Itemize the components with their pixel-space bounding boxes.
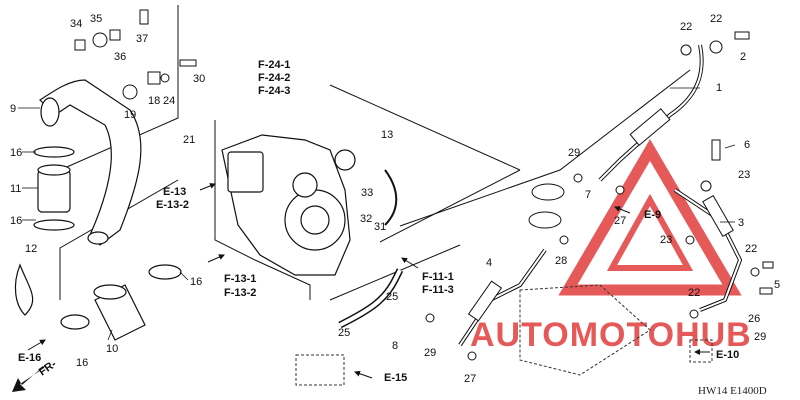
ref-e-16: E-16 [18, 352, 41, 364]
part-label-3: 3 [738, 217, 744, 229]
part-label-22-c: 22 [745, 243, 757, 255]
part-label-16-a: 16 [10, 147, 22, 159]
part-label-16-c: 16 [190, 276, 202, 288]
part-label-16-b: 16 [10, 215, 22, 227]
section-references: F-24-1 F-24-2 F-24-3 E-13 E-13-2 F-13-1 … [18, 59, 739, 384]
part-label-29-c: 29 [754, 331, 766, 343]
part-label-35: 35 [90, 13, 102, 25]
part-label-32: 32 [360, 213, 372, 225]
part-label-12: 12 [25, 243, 37, 255]
part-label-21: 21 [183, 134, 195, 146]
part-label-7: 7 [585, 189, 591, 201]
hose-11 [33, 146, 75, 231]
part-label-37: 37 [136, 33, 148, 45]
hose-10 [60, 264, 182, 341]
ref-f-13-2: F-13-2 [224, 287, 256, 299]
watermark-logo: AUTOMOTOHUB [470, 139, 752, 354]
ref-f-11-1: F-11-1 [422, 271, 454, 283]
hose-sleeve-1 [629, 108, 671, 146]
part-label-4: 4 [486, 257, 492, 269]
part-label-24: 24 [163, 95, 175, 107]
part-label-16-d: 16 [76, 357, 88, 369]
part-label-27-b: 27 [614, 215, 626, 227]
part-label-10: 10 [106, 343, 118, 355]
ref-e-9: E-9 [644, 209, 661, 221]
part-label-36: 36 [114, 51, 126, 63]
leader-lines [18, 87, 736, 341]
part-label-25-b: 25 [338, 327, 350, 339]
part-label-27-a: 27 [464, 373, 476, 385]
turbocharger [221, 134, 356, 276]
ref-e-13: E-13 [163, 186, 186, 198]
part-label-31: 31 [374, 221, 386, 233]
fittings-top-left [74, 9, 197, 100]
part-label-23-a: 23 [738, 169, 750, 181]
part-label-8: 8 [392, 340, 398, 352]
part-label-11: 11 [10, 183, 21, 195]
gasket-upper [531, 183, 565, 201]
part-label-22-b: 22 [710, 13, 722, 25]
part-label-23-b: 23 [660, 234, 672, 246]
part-label-29-b: 29 [568, 147, 580, 159]
part-label-25-a: 25 [386, 291, 398, 303]
part-label-28: 28 [555, 255, 567, 267]
ref-f-13-1: F-13-1 [224, 273, 256, 285]
part-label-2: 2 [740, 51, 746, 63]
part-label-33: 33 [361, 187, 373, 199]
intake-pipe [39, 79, 142, 246]
ref-e-13-2: E-13-2 [156, 199, 189, 211]
part-label-1: 1 [716, 82, 722, 94]
part-label-22-a: 22 [680, 21, 692, 33]
part-label-26: 26 [748, 313, 760, 325]
part-label-19: 19 [124, 109, 136, 121]
diagram-code: HW14 E1400D [698, 385, 767, 397]
part-label-18: 18 [148, 95, 160, 107]
watermark-text: AUTOMOTOHUB [470, 316, 752, 354]
part-label-9: 9 [10, 103, 16, 115]
part-label-6: 6 [744, 139, 750, 151]
part-number-labels: 34 35 36 37 9 18 19 24 30 16 11 16 12 21… [10, 13, 780, 385]
part-label-5: 5 [774, 279, 780, 291]
part-label-13: 13 [381, 129, 393, 141]
ref-f-24-3: F-24-3 [258, 85, 290, 97]
pipe-13 [384, 169, 398, 226]
fasteners-right [425, 31, 774, 361]
part-label-30: 30 [193, 73, 205, 85]
ref-f-24-2: F-24-2 [258, 72, 290, 84]
part-label-34: 34 [70, 18, 82, 30]
ref-e-10: E-10 [716, 349, 739, 361]
assembly-outlines [59, 5, 691, 301]
ref-f-11-3: F-11-3 [422, 284, 454, 296]
part-label-22-d: 22 [688, 287, 700, 299]
lower-bracket [295, 284, 713, 386]
part-label-29-a: 29 [424, 347, 436, 359]
ref-e-15: E-15 [384, 372, 407, 384]
ref-f-24-1: F-24-1 [258, 59, 290, 71]
reference-arrows [27, 183, 710, 379]
clip-12 [14, 263, 34, 316]
gasket-lower [528, 211, 562, 229]
